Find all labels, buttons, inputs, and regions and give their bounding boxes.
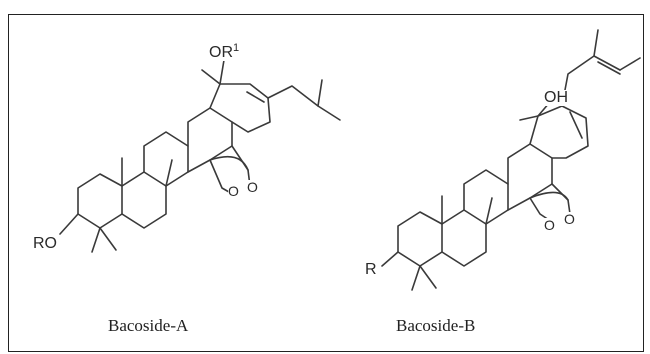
bacoside-b-oh-label: OH xyxy=(543,89,569,106)
bacoside-b-peroxide-oxygen-1: O xyxy=(544,217,555,233)
bacoside-a-skeleton xyxy=(59,59,341,253)
bacoside-b-skeleton xyxy=(381,29,641,291)
bacoside-b-caption: Bacoside-B xyxy=(396,316,476,335)
bacoside-a-or1-label: OR1 xyxy=(208,40,241,61)
bacoside-a-caption: Bacoside-A xyxy=(108,316,189,335)
bacoside-b-peroxide-oxygen-2: O xyxy=(564,211,575,227)
bacoside-a-ro-label: RO xyxy=(32,235,58,252)
bacoside-a-peroxide-oxygen-1: O xyxy=(228,183,239,199)
bacoside-b-r-label: R xyxy=(364,261,378,278)
figure-frame xyxy=(8,14,644,352)
bacoside-a-peroxide-oxygen-2: O xyxy=(247,179,258,195)
